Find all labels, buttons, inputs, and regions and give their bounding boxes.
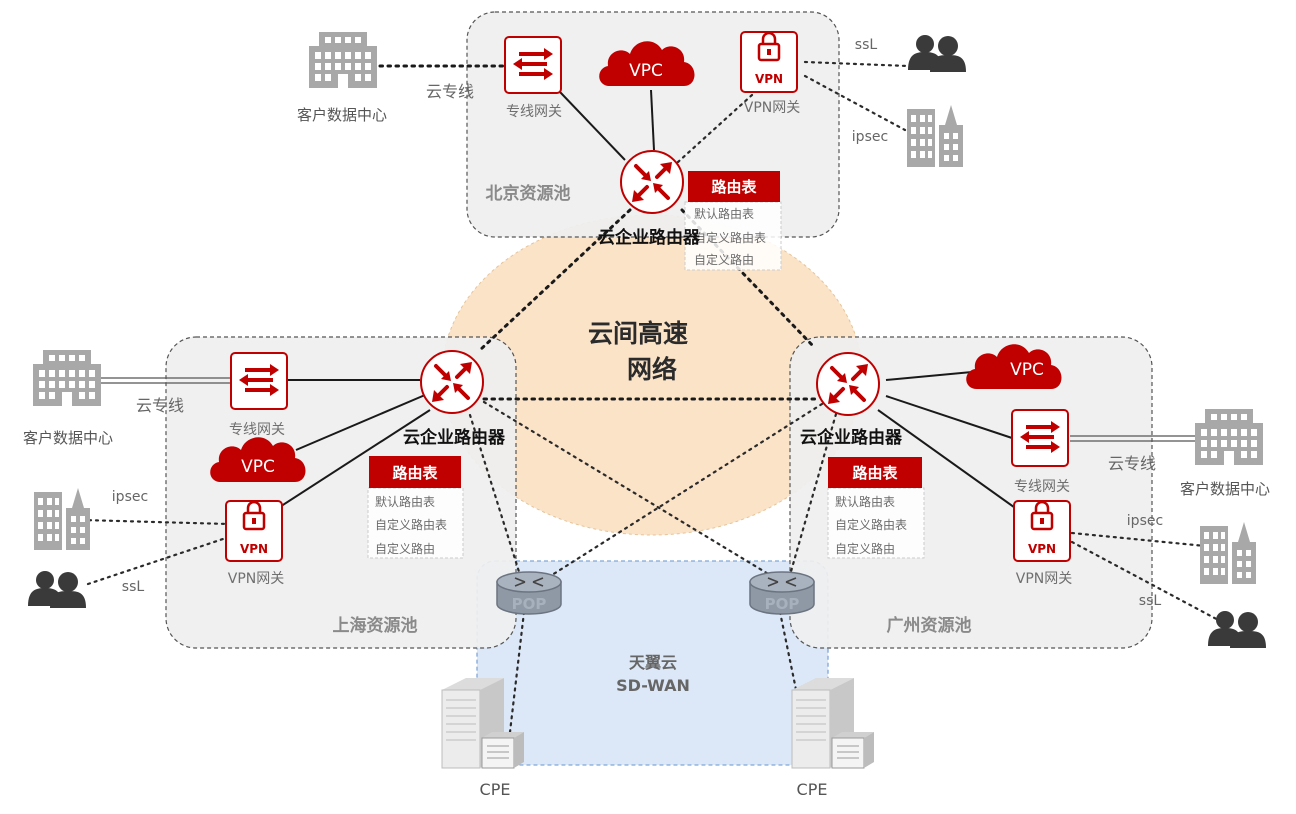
shanghai-router-label: 云企业路由器: [403, 427, 506, 448]
beijing-route-table-title: 路由表: [711, 178, 757, 196]
office-building-icon: [33, 350, 101, 406]
beijing-router-label: 云企业路由器: [598, 227, 701, 248]
router-icon: [419, 349, 485, 415]
users-icon: [28, 571, 86, 608]
dedicated-gateway-icon: [503, 35, 563, 95]
city-buildings-icon: [907, 105, 963, 167]
beijing-vpc-text: VPC: [629, 61, 663, 81]
beijing-ssl-users: [908, 35, 966, 72]
shanghai-ssl-users: [28, 571, 86, 608]
sdwan-title-line1: 天翼云: [629, 653, 677, 672]
guangzhou-route-table-title: 路由表: [852, 464, 898, 482]
dedicated-gateway-icon: [1010, 408, 1070, 468]
guangzhou-datacenter: 客户数据中心: [1180, 409, 1270, 498]
guangzhou-route-item-1: 默认路由表: [835, 494, 895, 509]
beijing-route-item-2: 自定义路由表: [694, 230, 766, 245]
pop-right-node: POP: [749, 571, 815, 615]
guangzhou-pool-title: 广州资源池: [887, 615, 972, 636]
beijing-vpc-node: VPC: [599, 41, 695, 86]
shanghai-route-item-3: 自定义路由: [375, 541, 435, 556]
beijing-datacenter: 客户数据中心: [297, 32, 387, 124]
beijing-datacenter-label: 客户数据中心: [297, 106, 387, 124]
beijing-pool-title: 北京资源池: [486, 183, 571, 204]
center-title-line1: 云间高速: [588, 319, 688, 348]
shanghai-vpc-node: VPC: [210, 437, 306, 482]
shanghai-datacenter-label: 客户数据中心: [23, 429, 113, 447]
router-icon: [815, 351, 881, 417]
guangzhou-route-item-3: 自定义路由: [835, 541, 895, 556]
beijing-router-node: [619, 149, 685, 215]
shanghai-vpc-text: VPC: [241, 457, 275, 477]
users-icon: [1208, 611, 1266, 648]
guangzhou-ipsec-site: [1200, 522, 1256, 584]
cpe-right-node: CPE: [791, 677, 875, 799]
guangzhou-route-table: 路由表 默认路由表 自定义路由表 自定义路由: [827, 457, 925, 559]
beijing-ipsec-label: ipsec: [852, 129, 888, 145]
center-title-line2: 网络: [627, 355, 677, 384]
guangzhou-vpc-text: VPC: [1010, 360, 1044, 380]
beijing-ipsec-site: [907, 105, 963, 167]
shanghai-ssl-label: ssL: [122, 579, 145, 595]
shanghai-gateway-label: 专线网关: [229, 422, 285, 438]
guangzhou-router-label: 云企业路由器: [800, 427, 903, 448]
shanghai-route-table-title: 路由表: [392, 464, 438, 482]
users-icon: [908, 35, 966, 72]
guangzhou-ssl-users: [1208, 611, 1266, 648]
dedicated-gateway-icon: [229, 351, 289, 411]
shanghai-ipsec-label: ipsec: [112, 489, 148, 505]
shanghai-ipsec-site: [34, 488, 90, 550]
shanghai-route-item-1: 默认路由表: [375, 494, 435, 509]
beijing-dedicated-line-label: 云专线: [426, 82, 474, 101]
router-icon: [619, 149, 685, 215]
shanghai-dedicated-line-label: 云专线: [136, 396, 184, 415]
shanghai-vpn-node: VPN VPN网关: [224, 499, 285, 587]
pop-left-text: POP: [512, 595, 547, 613]
cpe-right-label: CPE: [797, 780, 828, 799]
guangzhou-vpn-text: VPN: [1028, 542, 1056, 556]
guangzhou-gateway-node: 专线网关: [1010, 408, 1070, 495]
shanghai-datacenter: 客户数据中心: [23, 350, 113, 447]
guangzhou-vpn-node: VPN VPN网关: [1012, 499, 1073, 587]
sdwan-zone: [476, 560, 829, 766]
beijing-route-table: 路由表 默认路由表 自定义路由表 自定义路由: [684, 171, 782, 271]
guangzhou-route-item-2: 自定义路由表: [835, 517, 907, 532]
beijing-vpn-node: VPN VPN网关: [739, 30, 801, 116]
shanghai-route-table: 路由表 默认路由表 自定义路由表 自定义路由: [367, 456, 464, 559]
cpe-left-label: CPE: [480, 780, 511, 799]
shanghai-pool-title: 上海资源池: [333, 615, 418, 636]
beijing-vpn-text: VPN: [755, 72, 783, 86]
beijing-vpn-label: VPN网关: [744, 100, 801, 116]
guangzhou-ipsec-label: ipsec: [1127, 513, 1163, 529]
pop-left-node: POP: [496, 571, 562, 615]
beijing-ssl-label: ssL: [855, 37, 878, 53]
guangzhou-vpc-node: VPC: [966, 344, 1062, 389]
shanghai-gateway-node: 专线网关: [229, 351, 289, 438]
pop-right-text: POP: [765, 595, 800, 613]
shanghai-vpn-label: VPN网关: [228, 571, 285, 587]
server-icon: [791, 677, 875, 769]
guangzhou-ssl-label: ssL: [1139, 593, 1162, 609]
pool-shanghai: [165, 336, 517, 649]
city-buildings-icon: [1200, 522, 1256, 584]
beijing-route-item-3: 自定义路由: [694, 252, 754, 267]
guangzhou-vpn-label: VPN网关: [1016, 571, 1073, 587]
guangzhou-datacenter-label: 客户数据中心: [1180, 480, 1270, 498]
shanghai-route-item-2: 自定义路由表: [375, 517, 447, 532]
shanghai-router-node: [419, 349, 485, 415]
beijing-route-item-1: 默认路由表: [694, 206, 754, 221]
guangzhou-dedicated-line-label: 云专线: [1108, 454, 1156, 473]
guangzhou-router-node: [815, 351, 881, 417]
sdwan-title-line2: SD-WAN: [616, 676, 690, 695]
city-buildings-icon: [34, 488, 90, 550]
beijing-gateway-label: 专线网关: [506, 104, 562, 120]
office-building-icon: [1195, 409, 1263, 465]
beijing-gateway-node: 专线网关: [503, 35, 563, 120]
office-building-icon: [309, 32, 377, 88]
cpe-left-node: CPE: [441, 677, 525, 799]
guangzhou-gateway-label: 专线网关: [1014, 479, 1070, 495]
shanghai-vpn-text: VPN: [240, 542, 268, 556]
